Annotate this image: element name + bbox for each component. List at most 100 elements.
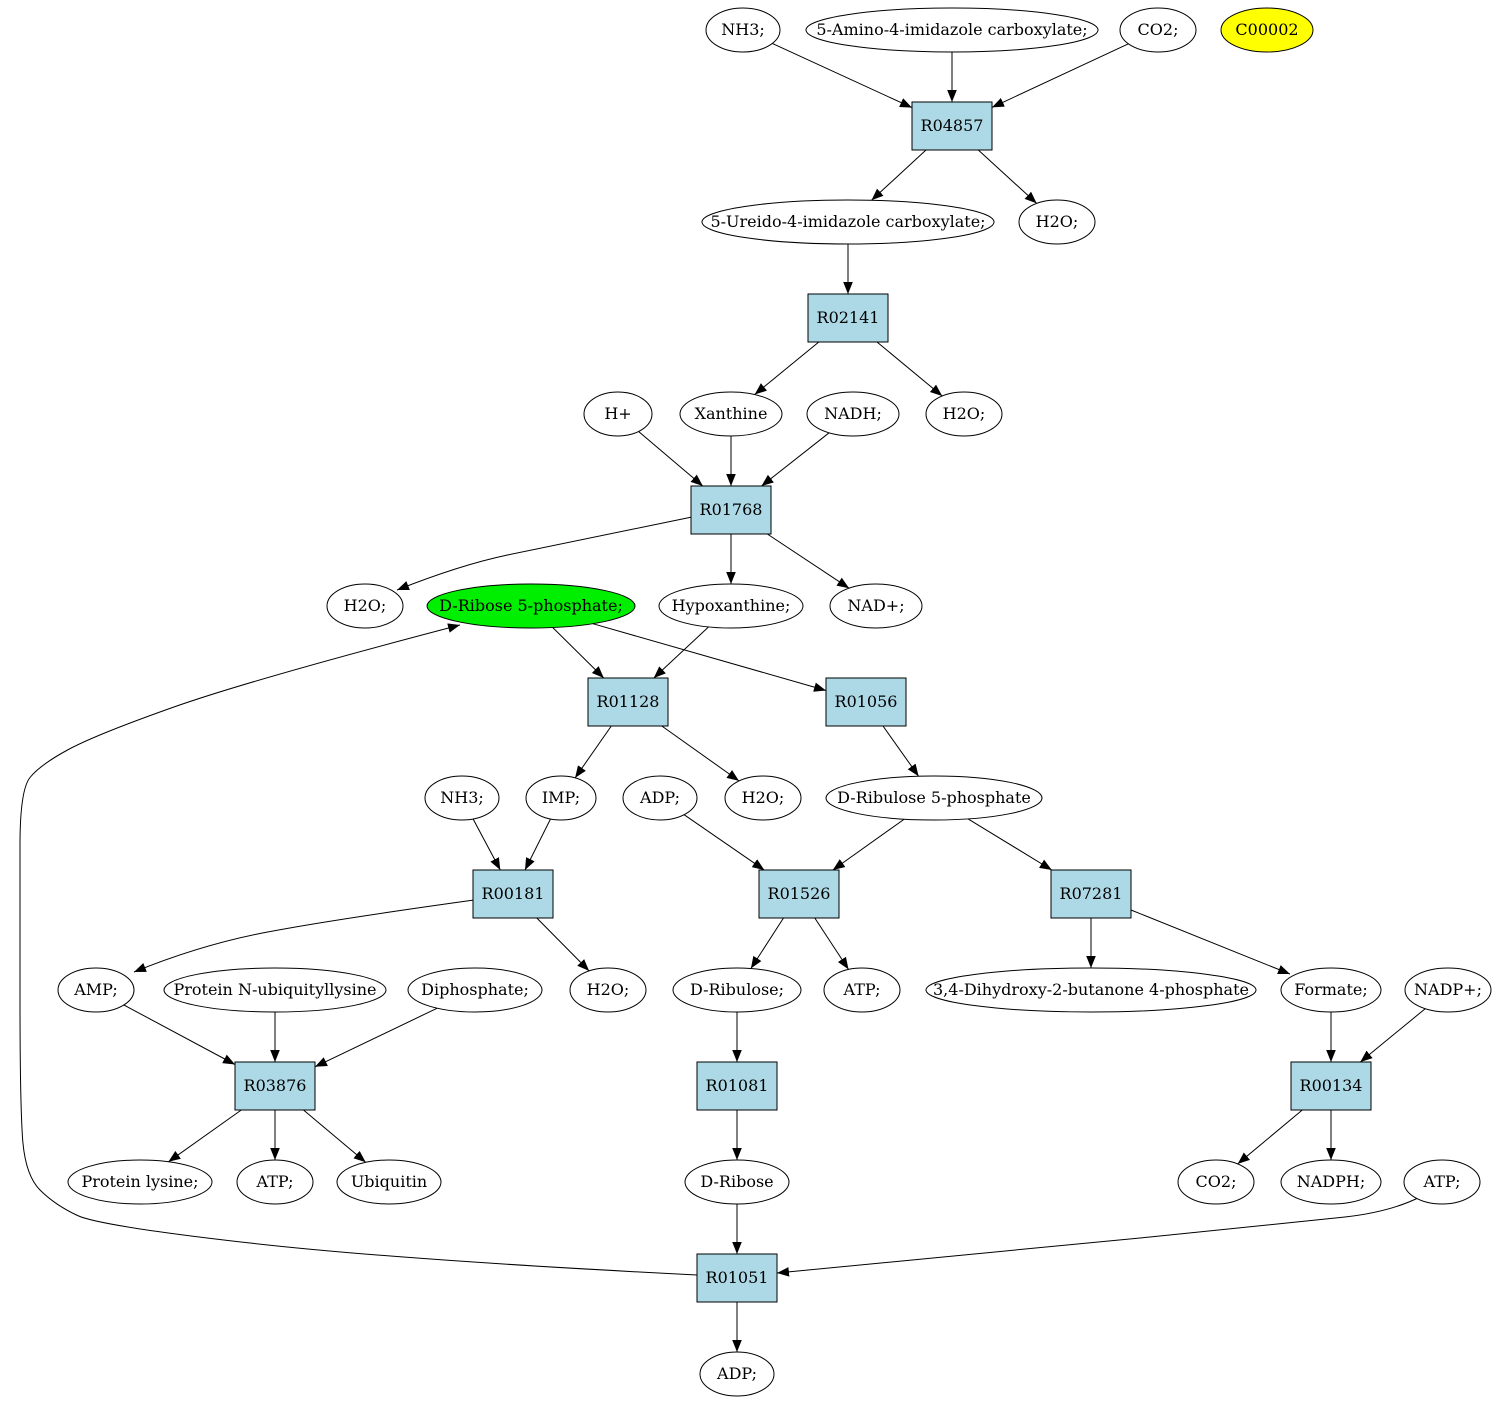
node-label: ADP; — [639, 788, 680, 807]
compound-ellipse — [525, 775, 597, 821]
compound-node-atp_c[interactable]: ATP; — [1403, 1159, 1481, 1205]
reaction-node-r03876[interactable]: R03876 — [234, 1061, 316, 1111]
compound-ellipse — [806, 391, 900, 437]
reaction-box — [234, 1061, 316, 1111]
node-label: D-Ribose 5-phosphate; — [439, 596, 623, 615]
compound-node-xanthine[interactable]: Xanthine — [679, 391, 783, 437]
reaction-node-r01056[interactable]: R01056 — [825, 677, 907, 727]
edge-r00181-to-amp — [133, 899, 475, 973]
reaction-box — [696, 1253, 778, 1303]
node-label: Xanthine — [695, 404, 768, 423]
reaction-node-r01128[interactable]: R01128 — [587, 677, 669, 727]
node-label: NH3; — [721, 20, 765, 39]
reaction-box — [911, 101, 993, 151]
compound-ellipse — [326, 583, 404, 629]
node-label: R07281 — [1060, 884, 1123, 903]
compound-node-nadph[interactable]: NADPH; — [1280, 1159, 1382, 1205]
reaction-node-r01051[interactable]: R01051 — [696, 1253, 778, 1303]
compound-node-protein_lysine[interactable]: Protein lysine; — [67, 1159, 213, 1205]
compound-node-ribulose5p[interactable]: D-Ribulose 5-phosphate — [825, 775, 1043, 821]
compound-ellipse — [1280, 967, 1382, 1013]
compound-node-nad_plus[interactable]: NAD+; — [829, 583, 923, 629]
compound-node-ribose[interactable]: D-Ribose — [684, 1159, 790, 1205]
edge-r04857-to-h2o_a — [977, 149, 1038, 204]
compound-ellipse — [1280, 1159, 1382, 1205]
compound-node-nh3_b[interactable]: NH3; — [424, 775, 500, 821]
compound-node-diphosphate[interactable]: Diphosphate; — [407, 967, 543, 1013]
compound-node-dihydroxy_butanone[interactable]: 3,4-Dihydroxy-2-butanone 4-phosphate — [925, 967, 1257, 1013]
node-label: D-Ribose — [700, 1172, 773, 1191]
compound-node-h2o_d[interactable]: H2O; — [724, 775, 802, 821]
compound-node-ureido_imidazole[interactable]: 5-Ureido-4-imidazole carboxylate; — [701, 199, 995, 245]
reaction-box — [1290, 1061, 1372, 1111]
compound-node-adp_a[interactable]: ADP; — [622, 775, 698, 821]
node-label: H2O; — [742, 788, 785, 807]
reaction-node-r02141[interactable]: R02141 — [807, 293, 889, 343]
compound-ellipse — [407, 967, 543, 1013]
compound-ellipse — [67, 1159, 213, 1205]
compound-ellipse — [163, 967, 387, 1013]
node-label: Diphosphate; — [421, 980, 529, 999]
reaction-box — [1050, 869, 1132, 919]
node-label: R00181 — [482, 884, 545, 903]
compound-node-co2_a[interactable]: CO2; — [1119, 7, 1197, 53]
reaction-node-r00134[interactable]: R00134 — [1290, 1061, 1372, 1111]
node-label: Hypoxanthine; — [672, 596, 791, 615]
compound-node-nh3_a[interactable]: NH3; — [705, 7, 781, 53]
compound-node-hypoxanthine[interactable]: Hypoxanthine; — [658, 583, 804, 629]
reaction-node-r00181[interactable]: R00181 — [472, 869, 554, 919]
compound-node-nadh[interactable]: NADH; — [806, 391, 900, 437]
node-label: R01051 — [706, 1268, 769, 1287]
reaction-node-r04857[interactable]: R04857 — [911, 101, 993, 151]
compound-ellipse — [684, 1159, 790, 1205]
node-label: ADP; — [716, 1364, 757, 1383]
compound-node-formate[interactable]: Formate; — [1280, 967, 1382, 1013]
node-label: R04857 — [921, 116, 984, 135]
compound-node-co2_b[interactable]: CO2; — [1177, 1159, 1255, 1205]
compound-node-c00002[interactable]: C00002 — [1220, 7, 1314, 53]
reaction-node-r07281[interactable]: R07281 — [1050, 869, 1132, 919]
compound-ellipse — [825, 775, 1043, 821]
compound-ellipse — [925, 391, 1003, 437]
edge-hypoxanthine-to-r01128 — [653, 626, 709, 679]
node-label: ATP; — [256, 1172, 294, 1191]
node-label: 5-Ureido-4-imidazole carboxylate; — [710, 212, 985, 231]
compound-node-ribulose[interactable]: D-Ribulose; — [672, 967, 802, 1013]
node-label: NADP+; — [1414, 980, 1482, 999]
compound-node-ubiquitin[interactable]: Ubiquitin — [336, 1159, 442, 1205]
compound-ellipse — [424, 775, 500, 821]
compound-node-h2o_b[interactable]: H2O; — [925, 391, 1003, 437]
edge-nh3_a-to-r04857 — [772, 42, 913, 109]
node-label: R00134 — [1300, 1076, 1363, 1095]
compound-node-amino_imidazole[interactable]: 5-Amino-4-imidazole carboxylate; — [805, 7, 1099, 53]
compound-node-h2o_e[interactable]: H2O; — [569, 967, 647, 1013]
reaction-node-r01081[interactable]: R01081 — [696, 1061, 778, 1111]
node-label: D-Ribulose 5-phosphate — [837, 788, 1031, 807]
compound-node-h2o_c[interactable]: H2O; — [326, 583, 404, 629]
compound-ellipse — [679, 391, 783, 437]
compound-node-adp_b[interactable]: ADP; — [699, 1351, 775, 1397]
compound-node-imp[interactable]: IMP; — [525, 775, 597, 821]
node-label: R02141 — [817, 308, 880, 327]
node-label: H+ — [604, 404, 631, 423]
compound-node-amp[interactable]: AMP; — [57, 967, 135, 1013]
reaction-node-r01526[interactable]: R01526 — [758, 869, 840, 919]
node-label: Ubiquitin — [351, 1172, 427, 1191]
node-label: R01056 — [835, 692, 898, 711]
compound-node-h2o_a[interactable]: H2O; — [1018, 199, 1096, 245]
node-label: H2O; — [587, 980, 630, 999]
node-label: R01526 — [768, 884, 831, 903]
compound-node-protein_ubiq[interactable]: Protein N-ubiquityllysine — [163, 967, 387, 1013]
edge-r07281-to-formate — [1130, 909, 1291, 975]
node-label: AMP; — [73, 980, 118, 999]
compound-node-h_plus[interactable]: H+ — [583, 391, 653, 437]
reaction-node-r01768[interactable]: R01768 — [690, 485, 772, 535]
edge-adp_a-to-r01526 — [683, 814, 765, 871]
compound-node-nadp_plus[interactable]: NADP+; — [1404, 967, 1492, 1013]
compound-node-atp_a[interactable]: ATP; — [823, 967, 901, 1013]
compound-node-atp_b[interactable]: ATP; — [236, 1159, 314, 1205]
edge-r01051-to-ribose5p — [19, 623, 698, 1276]
compound-node-ribose5p[interactable]: D-Ribose 5-phosphate; — [426, 583, 636, 629]
edge-r02141-to-xanthine — [754, 341, 820, 395]
edge-r01056-to-ribulose5p — [882, 725, 920, 777]
